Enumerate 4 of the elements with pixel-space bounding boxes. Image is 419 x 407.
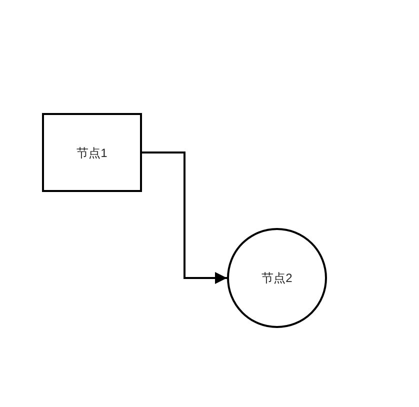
arrow	[142, 152, 227, 284]
node-label: 节点2	[262, 270, 292, 287]
process-box	[42, 113, 142, 192]
node-label: 节点1	[76, 144, 108, 162]
